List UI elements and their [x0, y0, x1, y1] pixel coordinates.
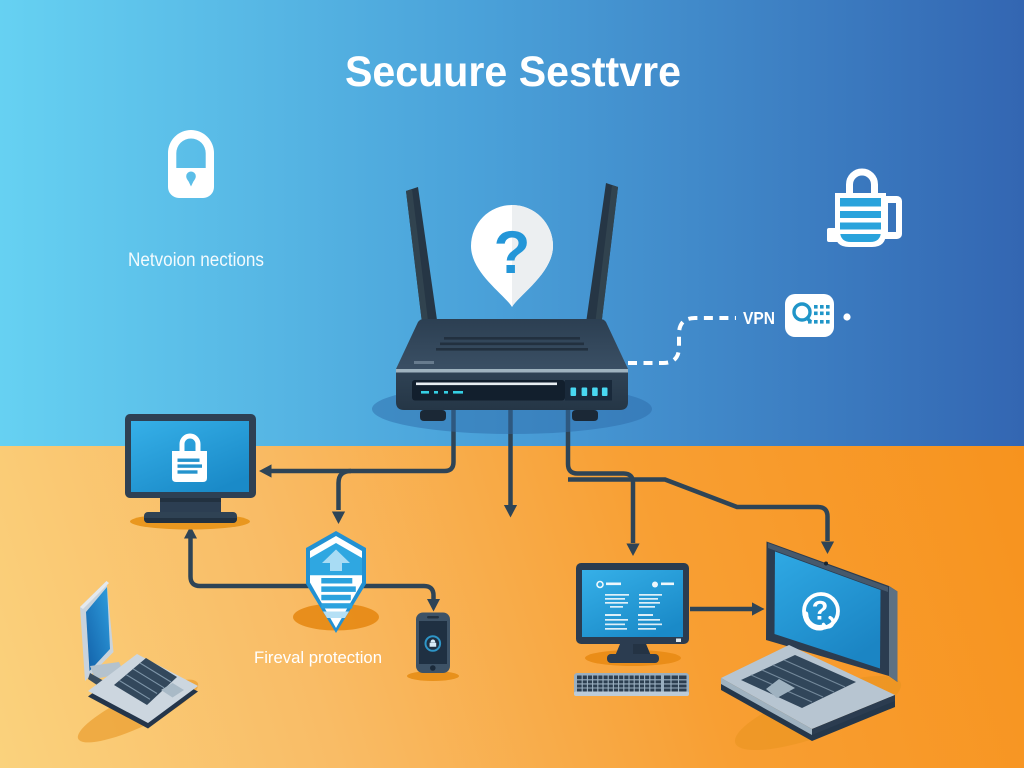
- svg-text:VPN: VPN: [743, 308, 775, 328]
- svg-text:?: ?: [812, 596, 829, 626]
- svg-text:Secuure Sesttvre: Secuure Sesttvre: [345, 48, 681, 96]
- svg-text:Netvoion nections: Netvoion nections: [128, 250, 264, 271]
- svg-text:Fireval protection: Fireval protection: [254, 648, 382, 667]
- svg-text:?: ?: [494, 219, 531, 286]
